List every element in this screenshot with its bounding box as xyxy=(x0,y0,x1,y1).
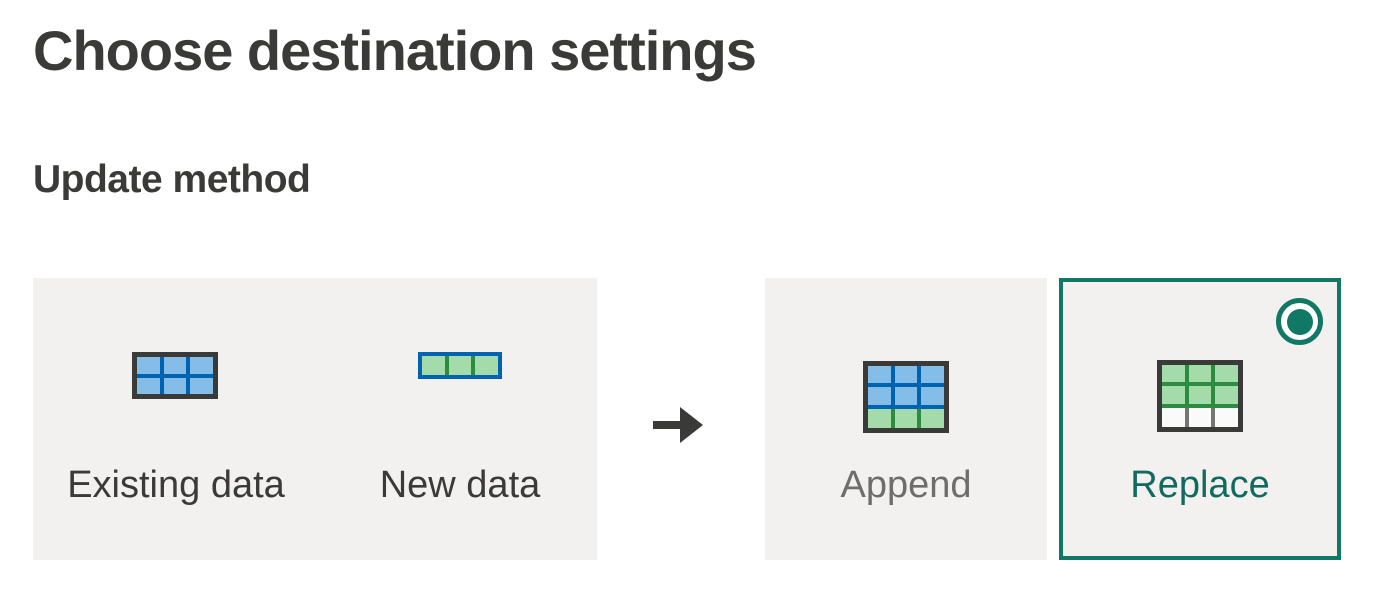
replace-table-icon xyxy=(1157,360,1243,432)
table-cell xyxy=(894,366,918,384)
table-cell xyxy=(1162,386,1185,404)
option-append[interactable]: Append xyxy=(765,278,1047,560)
table-cell xyxy=(190,357,213,374)
table-cell xyxy=(1162,365,1185,383)
table-cell xyxy=(1162,407,1185,427)
append-label: Append xyxy=(840,464,972,506)
table-cell xyxy=(448,356,472,375)
table-grid xyxy=(868,404,944,428)
new-data-label: New data xyxy=(379,464,541,506)
table-cell xyxy=(1215,407,1238,427)
table-cell xyxy=(868,387,891,405)
table-cell xyxy=(868,366,891,384)
table-cell xyxy=(868,408,891,428)
table-cell xyxy=(921,366,944,384)
table-cell xyxy=(137,377,160,394)
table-cell xyxy=(1188,386,1212,404)
option-replace[interactable]: Replace xyxy=(1059,278,1341,560)
right-arrow-icon xyxy=(653,407,703,443)
table-cell xyxy=(190,377,213,394)
source-data-panel: Existing data New data xyxy=(33,278,597,560)
table-cell xyxy=(921,408,944,428)
table-cell xyxy=(1188,407,1212,427)
existing-data-table-icon xyxy=(132,352,218,399)
page-title: Choose destination settings xyxy=(33,19,757,82)
table-grid xyxy=(422,356,498,375)
selected-radio-button[interactable] xyxy=(1276,298,1323,345)
table-cell xyxy=(1215,386,1238,404)
table-cell xyxy=(163,377,187,394)
update-method-heading: Update method xyxy=(33,158,311,201)
radio-dot xyxy=(1286,308,1313,335)
replace-label: Replace xyxy=(1130,464,1270,506)
table-cell xyxy=(422,356,445,375)
table-cell xyxy=(921,387,944,405)
table-grid xyxy=(1162,403,1238,427)
table-grid xyxy=(137,357,213,394)
existing-data-label: Existing data xyxy=(67,464,285,506)
table-cell xyxy=(1188,365,1212,383)
table-cell xyxy=(137,357,160,374)
table-cell xyxy=(163,357,187,374)
table-cell xyxy=(894,408,918,428)
new-data-row-icon xyxy=(418,352,502,379)
append-table-icon xyxy=(863,361,949,433)
table-cell xyxy=(475,356,498,375)
table-cell xyxy=(894,387,918,405)
table-cell xyxy=(1215,365,1238,383)
table-grid xyxy=(868,366,944,405)
table-grid xyxy=(1162,365,1238,404)
